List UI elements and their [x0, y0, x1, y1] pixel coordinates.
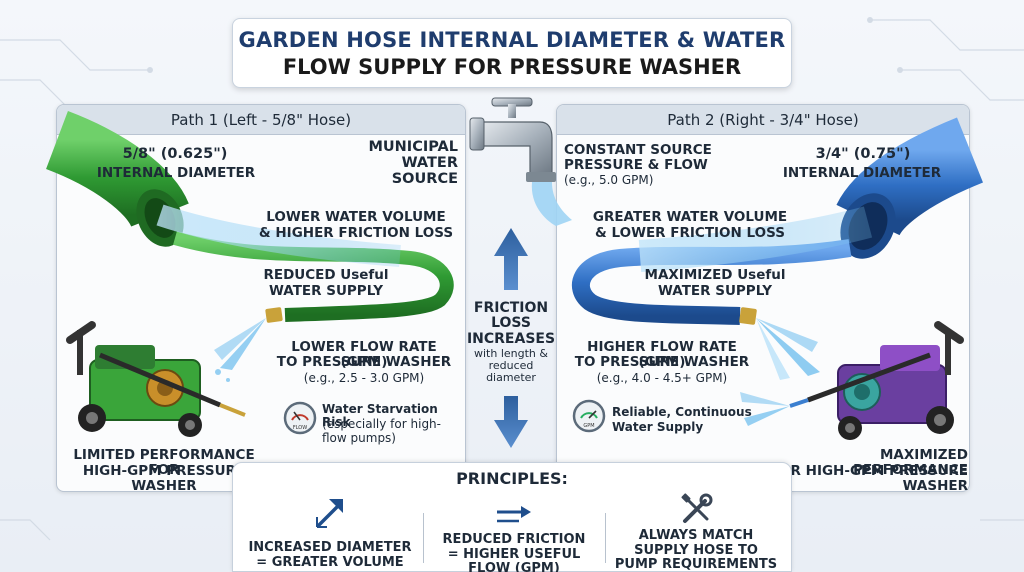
panel-header-path-2: Path 2 (Right - 3/4" Hose): [557, 105, 969, 135]
right-reliable-line-1: Reliable, Continuous: [612, 405, 752, 419]
left-performance-line-2: HIGH-GPM PRESSURE WASHER: [82, 463, 246, 495]
principle-3-line-2: SUPPLY HOSE TO: [634, 542, 758, 558]
expand-arrow-icon: [316, 499, 343, 528]
right-reliable-line-2: Water Supply: [612, 420, 704, 434]
principle-1-line-2: = GREATER VOLUME: [256, 554, 404, 570]
left-useful-line-1: REDUCED Useful: [263, 267, 389, 283]
right-flow-example: (e.g., 4.0 - 4.5+ GPM): [596, 371, 728, 385]
right-useful-line-2: WATER SUPPLY: [658, 283, 772, 299]
friction-subtext: with length & reduced diameter: [474, 347, 548, 385]
left-volume-line-2: & HIGHER FRICTION LOSS: [258, 225, 454, 241]
flow-arrows-icon: [497, 506, 531, 523]
principle-item-2: REDUCED FRICTION = HIGHER USEFUL FLOW (G…: [429, 493, 599, 572]
left-risk-line-3: flow pumps): [322, 431, 396, 445]
right-volume-line-2: & LOWER FRICTION LOSS: [595, 225, 785, 241]
title-box: GARDEN HOSE INTERNAL DIAMETER & WATER FL…: [232, 18, 792, 88]
principle-divider: [423, 513, 424, 563]
municipal-source-label: MUNICIPAL WATER SOURCE: [368, 139, 458, 188]
panel-header-path-1: Path 1 (Left - 5/8" Hose): [57, 105, 465, 135]
principle-1-line-1: INCREASED DIAMETER: [248, 540, 412, 555]
principle-2-line-1: REDUCED FRICTION: [442, 532, 586, 547]
friction-line-1: FRICTION: [473, 300, 549, 316]
principle-divider: [605, 513, 606, 563]
friction-line-3: INCREASES: [466, 330, 556, 347]
principle-1-text: INCREASED DIAMETER = GREATER VOLUME: [245, 540, 415, 570]
principle-2-line-3: FLOW (GPM): [468, 561, 560, 572]
principle-2-line-2: = HIGHER USEFUL: [447, 546, 581, 562]
right-performance-line-2: FOR HIGH-GPM PRESSURE WASHER: [769, 463, 968, 495]
right-source-example: (e.g., 5.0 GPM): [564, 173, 654, 187]
title-line-1: GARDEN HOSE INTERNAL DIAMETER & WATER: [238, 28, 786, 52]
right-flow-line-2: TO PRESSURE WASHER: [574, 354, 750, 370]
left-useful-line-2: WATER SUPPLY: [269, 283, 383, 299]
right-source-line-1: CONSTANT SOURCE: [564, 142, 712, 158]
left-volume-line-1: LOWER WATER VOLUME: [266, 209, 446, 225]
right-volume-line-1: GREATER WATER VOLUME: [592, 209, 788, 225]
principle-3-text: ALWAYS MATCH SUPPLY HOSE TO PUMP REQUIRE…: [611, 528, 781, 572]
left-risk-line-2: (especially for high-: [322, 417, 441, 431]
principle-3-line-3: PUMP REQUIREMENTS: [614, 557, 778, 572]
principle-item-3: ALWAYS MATCH SUPPLY HOSE TO PUMP REQUIRE…: [611, 493, 781, 572]
principle-item-1: INCREASED DIAMETER = GREATER VOLUME: [245, 493, 415, 571]
right-source-line-2: PRESSURE & FLOW: [564, 157, 708, 173]
left-flow-line-2: TO PRESSURE WASHER: [276, 354, 452, 370]
right-flow-line-1: HIGHER FLOW RATE (GPM): [587, 339, 737, 371]
friction-loss-label: FRICTION LOSS INCREASES with length & re…: [466, 300, 556, 385]
title-line-2: FLOW SUPPLY FOR PRESSURE WASHER: [282, 55, 742, 79]
left-performance-line-1: LIMITED PERFORMANCE FOR: [73, 447, 255, 479]
left-flow-line-1: LOWER FLOW RATE (GPM): [291, 339, 437, 371]
principle-2-text: REDUCED FRICTION = HIGHER USEFUL FLOW (G…: [429, 532, 599, 572]
wrench-screwdriver-icon: [681, 493, 713, 523]
friction-line-2: LOSS: [491, 315, 531, 332]
principles-title: PRINCIPLES:: [456, 469, 568, 488]
right-performance-line-1: MAXIMIZED PERFORMANCE: [853, 447, 968, 479]
principle-3-line-1: ALWAYS MATCH: [638, 528, 754, 543]
left-risk-line-1: Water Starvation Risk: [322, 402, 438, 430]
left-flow-example: (e.g., 2.5 - 3.0 GPM): [303, 371, 425, 385]
right-diameter-value: 3/4" (0.75"): [815, 146, 911, 162]
principles-box: PRINCIPLES: INCREASED DIAMETER = GREATER…: [232, 462, 792, 572]
left-diameter-value: 5/8" (0.625"): [122, 146, 228, 162]
right-useful-line-1: MAXIMIZED Useful: [644, 267, 786, 283]
right-diameter-label: INTERNAL DIAMETER: [782, 165, 942, 181]
left-diameter-label: INTERNAL DIAMETER: [96, 165, 256, 181]
